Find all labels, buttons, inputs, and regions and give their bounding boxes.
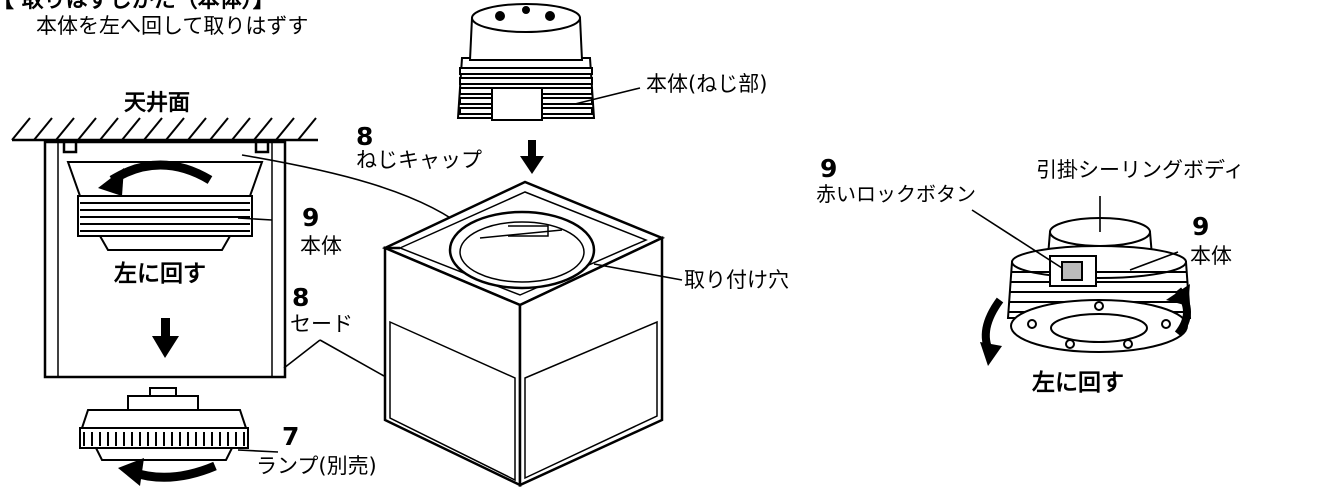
red-button-label: 赤いロックボタン — [816, 182, 976, 206]
curved-arrow-icon — [118, 458, 217, 486]
shade-box — [381, 180, 666, 487]
header-title-partial: 【 取りはずしかた（本体）】 — [0, 0, 275, 13]
turn-left-label-1: 左に回す — [114, 261, 206, 287]
ceiling-surface — [11, 117, 318, 142]
body-screw-part — [456, 3, 596, 121]
down-arrow-icon — [520, 140, 544, 174]
curved-arrow-icon — [1166, 284, 1191, 337]
instruction-text: 本体を左へ回して取りはずす — [36, 14, 309, 38]
down-arrow-icon — [152, 318, 179, 358]
leader-lines-right — [971, 196, 1179, 271]
ceiling-label: 天井面 — [124, 91, 191, 116]
screw-cap-number: 8 — [356, 122, 374, 151]
lamp-illustration — [79, 387, 249, 461]
red-button-number: 9 — [820, 154, 838, 183]
body-label-left: 本体 — [300, 234, 342, 258]
ceiling-body-right — [1006, 217, 1192, 353]
body-label-right: 本体 — [1190, 244, 1232, 268]
lamp-label: ランプ(別売) — [256, 454, 377, 478]
leader-lines-center — [574, 87, 683, 281]
curved-arrow-icon — [98, 160, 213, 196]
body-screw-label: 本体(ねじ部) — [646, 72, 768, 96]
shade-number: 8 — [292, 283, 310, 312]
curved-arrow-icon — [980, 297, 1004, 366]
body-number-left: 9 — [302, 203, 320, 232]
ceiling-body-label: 引掛シーリングボディ — [1036, 158, 1245, 182]
lamp-number: 7 — [282, 422, 300, 451]
shade-label: セード — [290, 312, 353, 336]
ceiling-body-left — [66, 161, 264, 251]
turn-left-label-2: 左に回す — [1032, 370, 1124, 396]
mount-hole-label: 取り付け穴 — [684, 268, 789, 292]
body-number-right: 9 — [1192, 212, 1210, 241]
screw-cap-label: ねじキャップ — [356, 148, 482, 172]
